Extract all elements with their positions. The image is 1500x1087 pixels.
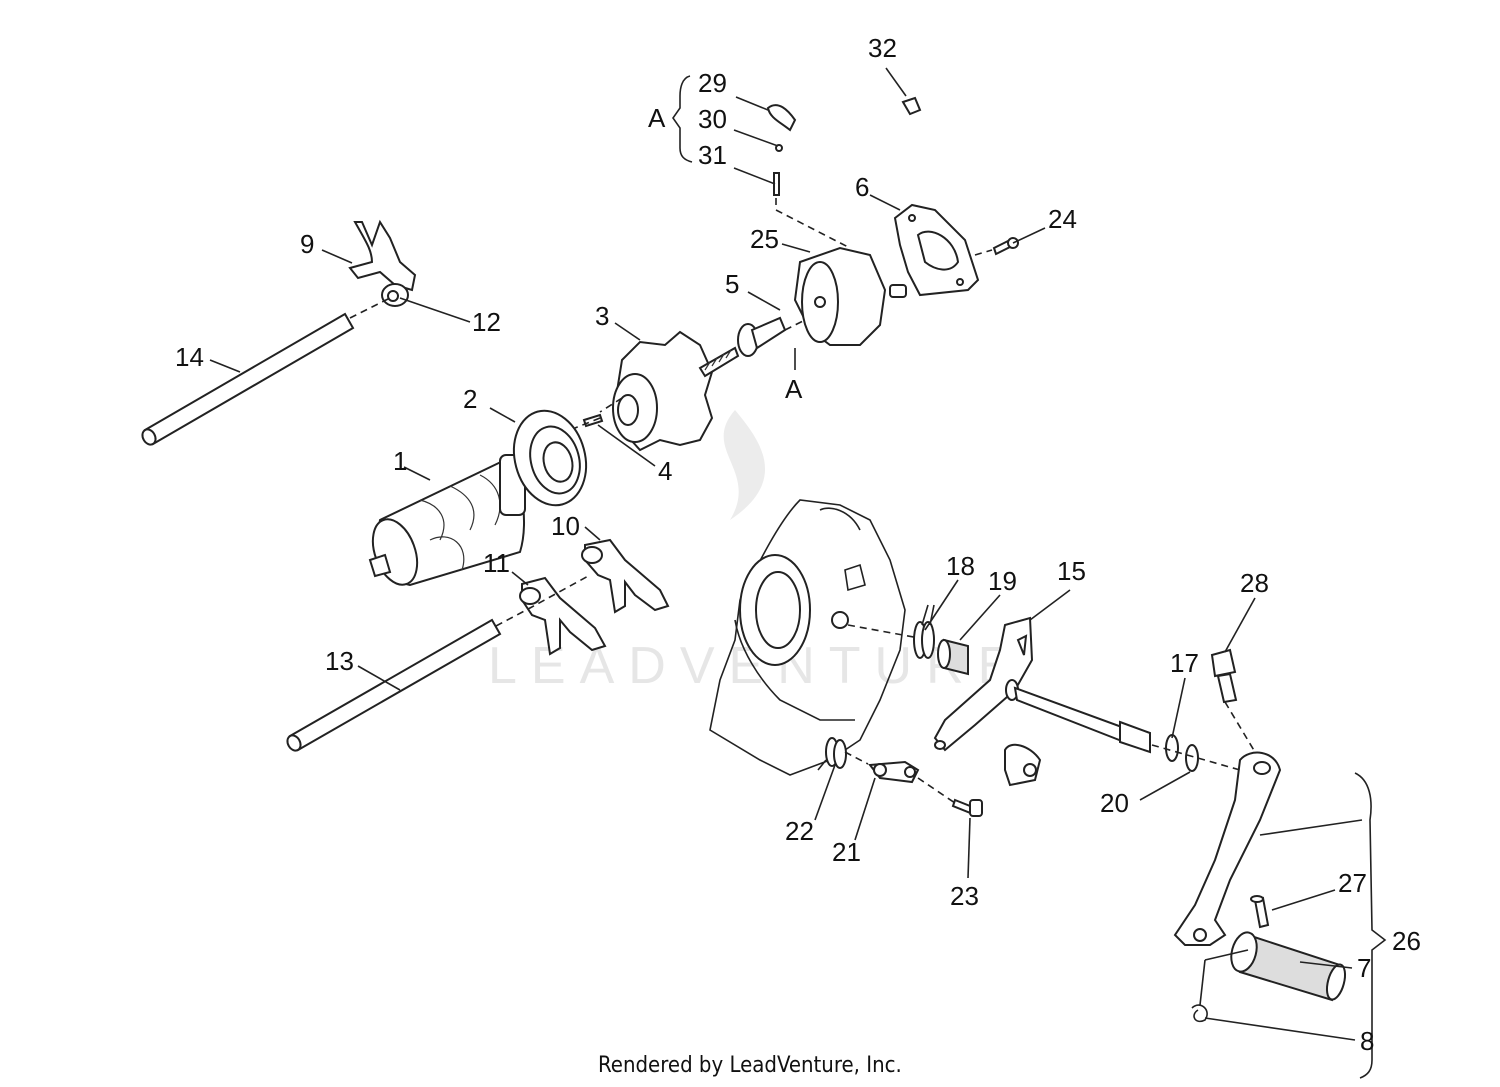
part-28-bolt <box>1210 648 1238 704</box>
leader-lines <box>209 67 1387 1079</box>
label-part-6: 6 <box>855 172 869 202</box>
part-3-star-cam <box>612 330 714 452</box>
label-part-29: 29 <box>698 68 727 98</box>
part-9-fork <box>348 219 417 307</box>
part-29-stopper <box>766 104 797 132</box>
part-26-pedal <box>1173 751 1282 946</box>
label-part-4: 4 <box>658 456 672 486</box>
part-21-arm <box>868 760 920 784</box>
label-part-14: 14 <box>175 342 204 372</box>
part-27-pin <box>1250 895 1270 929</box>
label-part-5: 5 <box>725 269 739 299</box>
label-part-28: 28 <box>1240 568 1269 598</box>
footer-credit: Rendered by LeadVenture, Inc. <box>598 1053 902 1078</box>
label-part-3: 3 <box>595 301 609 331</box>
label-part-27: 27 <box>1338 868 1367 898</box>
part-6-plate <box>893 203 980 297</box>
part-25-cam-plate <box>793 246 907 346</box>
label-part-12: 12 <box>472 307 501 337</box>
part-15-shift-shaft <box>933 616 1151 754</box>
part-4-pin <box>582 413 604 428</box>
label-part-13: 13 <box>325 646 354 676</box>
part-13-shaft <box>286 618 502 752</box>
part-1-shift-drum <box>368 454 526 587</box>
clip-part <box>1004 743 1042 787</box>
part-19-collar <box>937 638 969 676</box>
label-part-18: 18 <box>946 551 975 581</box>
crankcase-outline <box>709 499 931 776</box>
part-18-spring <box>913 604 935 659</box>
label-part-25: 25 <box>750 224 779 254</box>
part-2-bearing <box>512 409 588 507</box>
part-20-washer <box>1185 744 1199 772</box>
part-32-nut <box>901 96 922 116</box>
label-part-17: 17 <box>1170 648 1199 678</box>
label-part-32: 32 <box>868 33 897 63</box>
assembly-lines <box>349 198 1256 804</box>
part-10-fork <box>581 538 670 614</box>
label-part-8: 8 <box>1360 1026 1374 1056</box>
label-part-9: 9 <box>300 229 314 259</box>
part-17-washer <box>1165 734 1179 762</box>
label-part-2: 2 <box>463 384 477 414</box>
label-pointer-a: A <box>785 374 803 404</box>
part-8-clip <box>1191 1004 1208 1023</box>
label-part-21: 21 <box>832 837 861 867</box>
label-part-22: 22 <box>785 816 814 846</box>
part-22-spring <box>817 737 847 771</box>
label-part-1: 1 <box>393 446 407 476</box>
label-part-7: 7 <box>1357 953 1371 983</box>
label-part-11: 11 <box>483 548 510 578</box>
part-labels: 1 2 3 4 5 6 7 8 9 10 11 12 13 14 15 17 1… <box>175 33 1421 1056</box>
label-part-20: 20 <box>1100 788 1129 818</box>
part-23-bolt <box>951 798 983 817</box>
label-part-19: 19 <box>988 566 1017 596</box>
label-part-10: 10 <box>551 511 580 541</box>
label-part-31: 31 <box>698 140 727 170</box>
part-14-shaft <box>141 312 355 446</box>
label-part-30: 30 <box>698 104 727 134</box>
label-part-15: 15 <box>1057 556 1086 586</box>
label-group-a: A <box>648 103 666 133</box>
label-part-26: 26 <box>1392 926 1421 956</box>
label-part-24: 24 <box>1048 204 1077 234</box>
part-7-peg <box>1230 931 1347 1002</box>
label-part-23: 23 <box>950 881 979 911</box>
part-5-bolt <box>698 316 787 378</box>
part-24-screw <box>992 237 1019 256</box>
part-11-fork <box>519 576 607 656</box>
